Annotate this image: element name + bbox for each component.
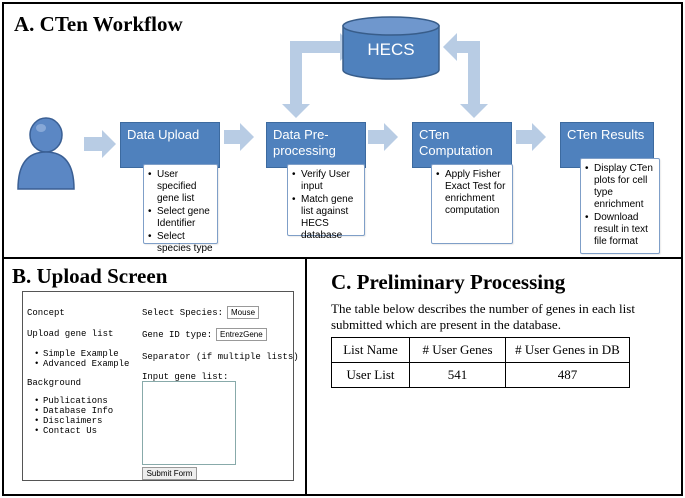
nav-background[interactable]: Background: [27, 378, 82, 388]
step-title: Data Upload: [127, 127, 200, 142]
table-header-row: List Name # User Genes # User Genes in D…: [331, 337, 630, 363]
list-item: Apply Fisher Exact Test for enrichment c…: [436, 169, 508, 217]
list-item: Select gene Identifier: [148, 206, 213, 230]
upload-screen-title: B. Upload Screen: [12, 264, 168, 288]
submit-form-button[interactable]: Submit Form: [142, 467, 197, 480]
species-select[interactable]: Mouse: [227, 306, 260, 319]
input-gene-list-label: Input gene list:: [142, 372, 229, 382]
table-header: # User Genes in DB: [505, 337, 630, 363]
database-icon: [342, 16, 440, 80]
arrow-computation-to-results: [516, 123, 546, 151]
step-data-upload: Data Upload: [120, 122, 220, 168]
upload-screen-mockup: Concept Upload gene list Simple Example …: [22, 291, 299, 481]
preliminary-processing-panel: C. Preliminary Processing The table belo…: [305, 257, 683, 496]
nav-advanced-example[interactable]: Advanced Example: [33, 359, 129, 369]
workflow-title: A. CTen Workflow: [14, 12, 183, 36]
step-cten-computation-details: Apply Fisher Exact Test for enrichment c…: [431, 164, 513, 244]
gene-count-table: List Name # User Genes # User Genes in D…: [331, 337, 630, 388]
arrow-preprocess-to-hecs: [282, 33, 354, 118]
table-cell: 541: [409, 362, 506, 388]
nav-contact-us[interactable]: Contact Us: [33, 426, 113, 436]
list-item: Select species type: [148, 231, 213, 255]
list-item: Display CTen plots for cell type enrichm…: [585, 163, 655, 211]
species-label: Select Species:: [142, 308, 224, 318]
arrow-user-to-upload: [84, 130, 116, 158]
hecs-label: HECS: [367, 40, 415, 59]
nav-upload-submenu: Simple Example Advanced Example: [33, 349, 129, 369]
table-cell: User List: [331, 362, 410, 388]
preliminary-description: The table below describes the number of …: [331, 301, 635, 332]
table-header: List Name: [331, 337, 410, 363]
preliminary-processing-title: C. Preliminary Processing: [331, 270, 566, 294]
flow-arrows: [84, 33, 546, 158]
nav-background-submenu: Publications Database Info Disclaimers C…: [33, 396, 113, 436]
arrow-preprocess-to-computation: [368, 123, 398, 151]
workflow-diagram: [17, 16, 546, 190]
step-data-upload-details: User specified gene list Select gene Ide…: [143, 164, 218, 254]
step-data-preprocessing: Data Pre-processing: [266, 122, 366, 168]
step-cten-computation: CTen Computation: [412, 122, 512, 168]
step-title: CTen Results: [567, 127, 645, 142]
nav-upload-gene-list[interactable]: Upload gene list: [27, 329, 114, 339]
list-item: User specified gene list: [148, 169, 213, 205]
list-item: Verify User input: [292, 169, 360, 193]
list-item: Match gene list against HECS database: [292, 194, 360, 242]
step-title: CTen Computation: [419, 127, 493, 158]
gene-id-select[interactable]: EntrezGene: [216, 328, 267, 341]
step-title: Data Pre-processing: [273, 127, 336, 158]
workflow-panel: A. CTen Workflow HECS Data Upload User s…: [2, 2, 683, 259]
nav-publications[interactable]: Publications: [33, 396, 113, 406]
table-cell: 487: [505, 362, 630, 388]
nav-disclaimers[interactable]: Disclaimers: [33, 416, 113, 426]
table-header: # User Genes: [409, 337, 506, 363]
step-data-preprocessing-details: Verify User input Match gene list agains…: [287, 164, 365, 241]
step-cten-results-details: Display CTen plots for cell type enrichm…: [580, 158, 660, 254]
nav-concept[interactable]: Concept: [27, 308, 65, 318]
gene-id-label: Gene ID type:: [142, 330, 213, 340]
user-icon: [17, 117, 75, 190]
table-row: User List 541 487: [331, 362, 630, 388]
nav-simple-example[interactable]: Simple Example: [33, 349, 129, 359]
separator-label: Separator (if multiple lists): [142, 352, 299, 362]
upload-screen-panel: B. Upload Screen Concept Upload gene lis…: [2, 257, 307, 496]
arrow-upload-to-preprocess: [224, 123, 254, 151]
arrow-hecs-to-computation: [443, 33, 488, 118]
nav-database-info[interactable]: Database Info: [33, 406, 113, 416]
gene-list-textarea[interactable]: [142, 381, 236, 465]
list-item: Download result in text file format: [585, 212, 655, 248]
